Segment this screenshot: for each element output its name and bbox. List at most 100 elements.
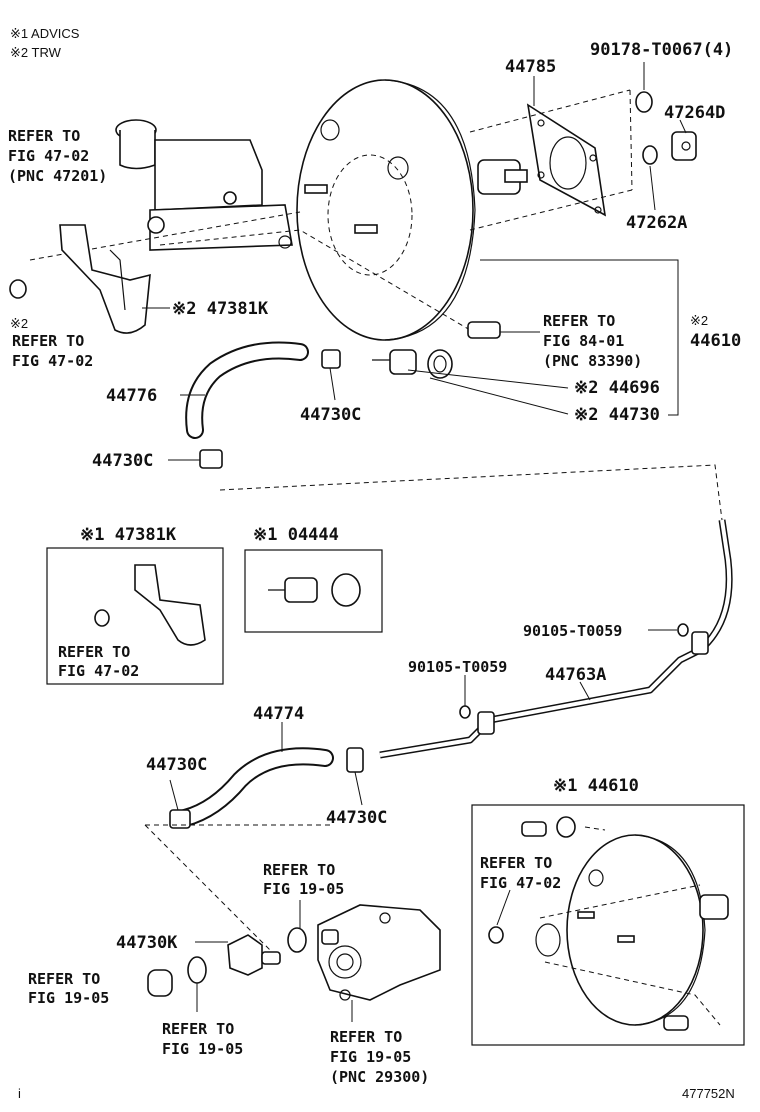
nut-90178 (635, 91, 653, 113)
figure-id: 477752N (682, 1086, 735, 1101)
vacuum-sensor (663, 1015, 689, 1031)
footer-mark: i (18, 1086, 21, 1101)
label-44730c-d: 44730C (326, 808, 387, 828)
pump-bolt (339, 989, 351, 1001)
bracket-bolt (488, 926, 504, 944)
label-90105-t0059-b: 90105-T0059 (408, 658, 507, 676)
ref-text: REFER TO (8, 127, 80, 145)
check-valve-44696 (389, 349, 417, 375)
gasket-bolt-hole (589, 154, 597, 162)
bolt-90105 (459, 705, 471, 719)
bracket-47381k-advics (134, 564, 206, 646)
bracket-bolt (9, 279, 27, 299)
master-cylinder (115, 119, 293, 251)
booster-port (588, 869, 604, 887)
leader-line (329, 367, 336, 401)
gasket-bolt-hole (537, 119, 545, 127)
ref-text: REFER TO (162, 1020, 234, 1038)
ref-fig-47-02-top: ※2 REFER TO FIG 47-02 (10, 316, 93, 370)
pipe-bracket (477, 711, 495, 735)
label-44785: 44785 (505, 57, 556, 77)
ref-text: REFER TO (480, 854, 552, 872)
brake-booster-trw (296, 79, 528, 341)
gasket-plate (526, 103, 607, 217)
label-04444: ※1 04444 (253, 525, 339, 545)
label-90178-t0067: 90178-T0067(4) (590, 40, 733, 60)
mount-hole (278, 235, 292, 249)
ref-text: FIG 19-05 (162, 1040, 243, 1058)
union-44730k (227, 934, 263, 976)
ref-pnc-47201: REFER TO FIG 47-02 (PNC 47201) (8, 127, 107, 185)
pump-body (317, 904, 441, 1001)
ref-text: (PNC 29300) (330, 1068, 429, 1086)
label-90105-t0059-a: 90105-T0059 (523, 622, 622, 640)
ref-text: (PNC 47201) (8, 167, 107, 185)
leader-line (354, 771, 363, 806)
grommet-44730 (427, 349, 453, 379)
ref-text: FIG 47-02 (480, 874, 561, 892)
ref-text: FIG 19-05 (28, 989, 109, 1007)
booster-rim (384, 79, 476, 341)
check-valve (521, 821, 547, 837)
ref-text: REFER TO (12, 332, 84, 350)
booster-rear-boss (699, 894, 729, 920)
legend-advics: ※1 ADVICS (10, 26, 80, 41)
label-44730k: 44730K (116, 933, 178, 953)
alignment-dashes (469, 89, 633, 231)
booster-stud (617, 935, 635, 943)
ref-fig-19-05-c: REFER TO FIG 19-05 (162, 1020, 243, 1058)
booster-bolt-hole (320, 119, 340, 141)
leader-line (679, 119, 687, 134)
ref-fig-19-05-b: REFER TO FIG 19-05 (28, 970, 109, 1007)
vacuum-sensor (467, 321, 501, 339)
check-valve-kit (284, 577, 318, 603)
pump-inlet (321, 929, 339, 945)
pump-o-ring (287, 927, 307, 953)
booster-stud (304, 184, 328, 194)
leader-line (496, 889, 511, 926)
clamp-44730c (199, 449, 223, 469)
pipe-fill (379, 519, 732, 757)
label-44730: ※2 44730 (574, 405, 660, 425)
clamp-44730c (321, 349, 341, 369)
ref-text: FIG 47-02 (58, 662, 139, 680)
pump-flange (328, 945, 362, 979)
cylinder-body (149, 204, 293, 251)
o-ring (187, 956, 207, 984)
gasket-bolt-hole (594, 206, 602, 214)
gasket-hole (549, 136, 587, 190)
ref-text: FIG 47-02 (8, 147, 89, 165)
ref-text: REFER TO (330, 1028, 402, 1046)
leader-line (407, 369, 569, 389)
ref-text: FIG 19-05 (330, 1048, 411, 1066)
routing-dashes (144, 824, 330, 961)
hose-44776 (185, 341, 309, 439)
ref-mark: ※2 (10, 316, 28, 331)
label-44610-mark: ※2 (690, 313, 708, 328)
ref-text: FIG 19-05 (263, 880, 344, 898)
bracket-edge (109, 249, 126, 311)
plug (147, 969, 173, 997)
label-47264d: 47264D (664, 103, 725, 123)
alignment-dashes (539, 826, 721, 1026)
reservoir-body (154, 139, 263, 211)
brake-booster-advics (566, 834, 704, 1026)
legend-trw: ※2 TRW (10, 45, 62, 60)
leader-line (649, 165, 656, 211)
clamp-44730c (169, 809, 191, 829)
locknut-47262a (642, 145, 658, 165)
box-44610-advics (471, 804, 745, 1046)
bolt-90105 (677, 623, 689, 637)
ref-fig-47-02-box: REFER TO FIG 47-02 (480, 854, 561, 892)
label-47262a: 47262A (626, 213, 687, 233)
label-44610-box: ※1 44610 (553, 776, 639, 796)
label-44696: ※2 44696 (574, 378, 660, 398)
grommet-kit (331, 573, 361, 607)
hose-fill (178, 749, 332, 825)
ref-text: FIG 84-01 (543, 332, 624, 350)
box-47381k-advics (46, 547, 224, 685)
pump-port (336, 953, 354, 971)
bracket-47381k (59, 224, 151, 334)
label-44610-top: 44610 (690, 331, 741, 351)
